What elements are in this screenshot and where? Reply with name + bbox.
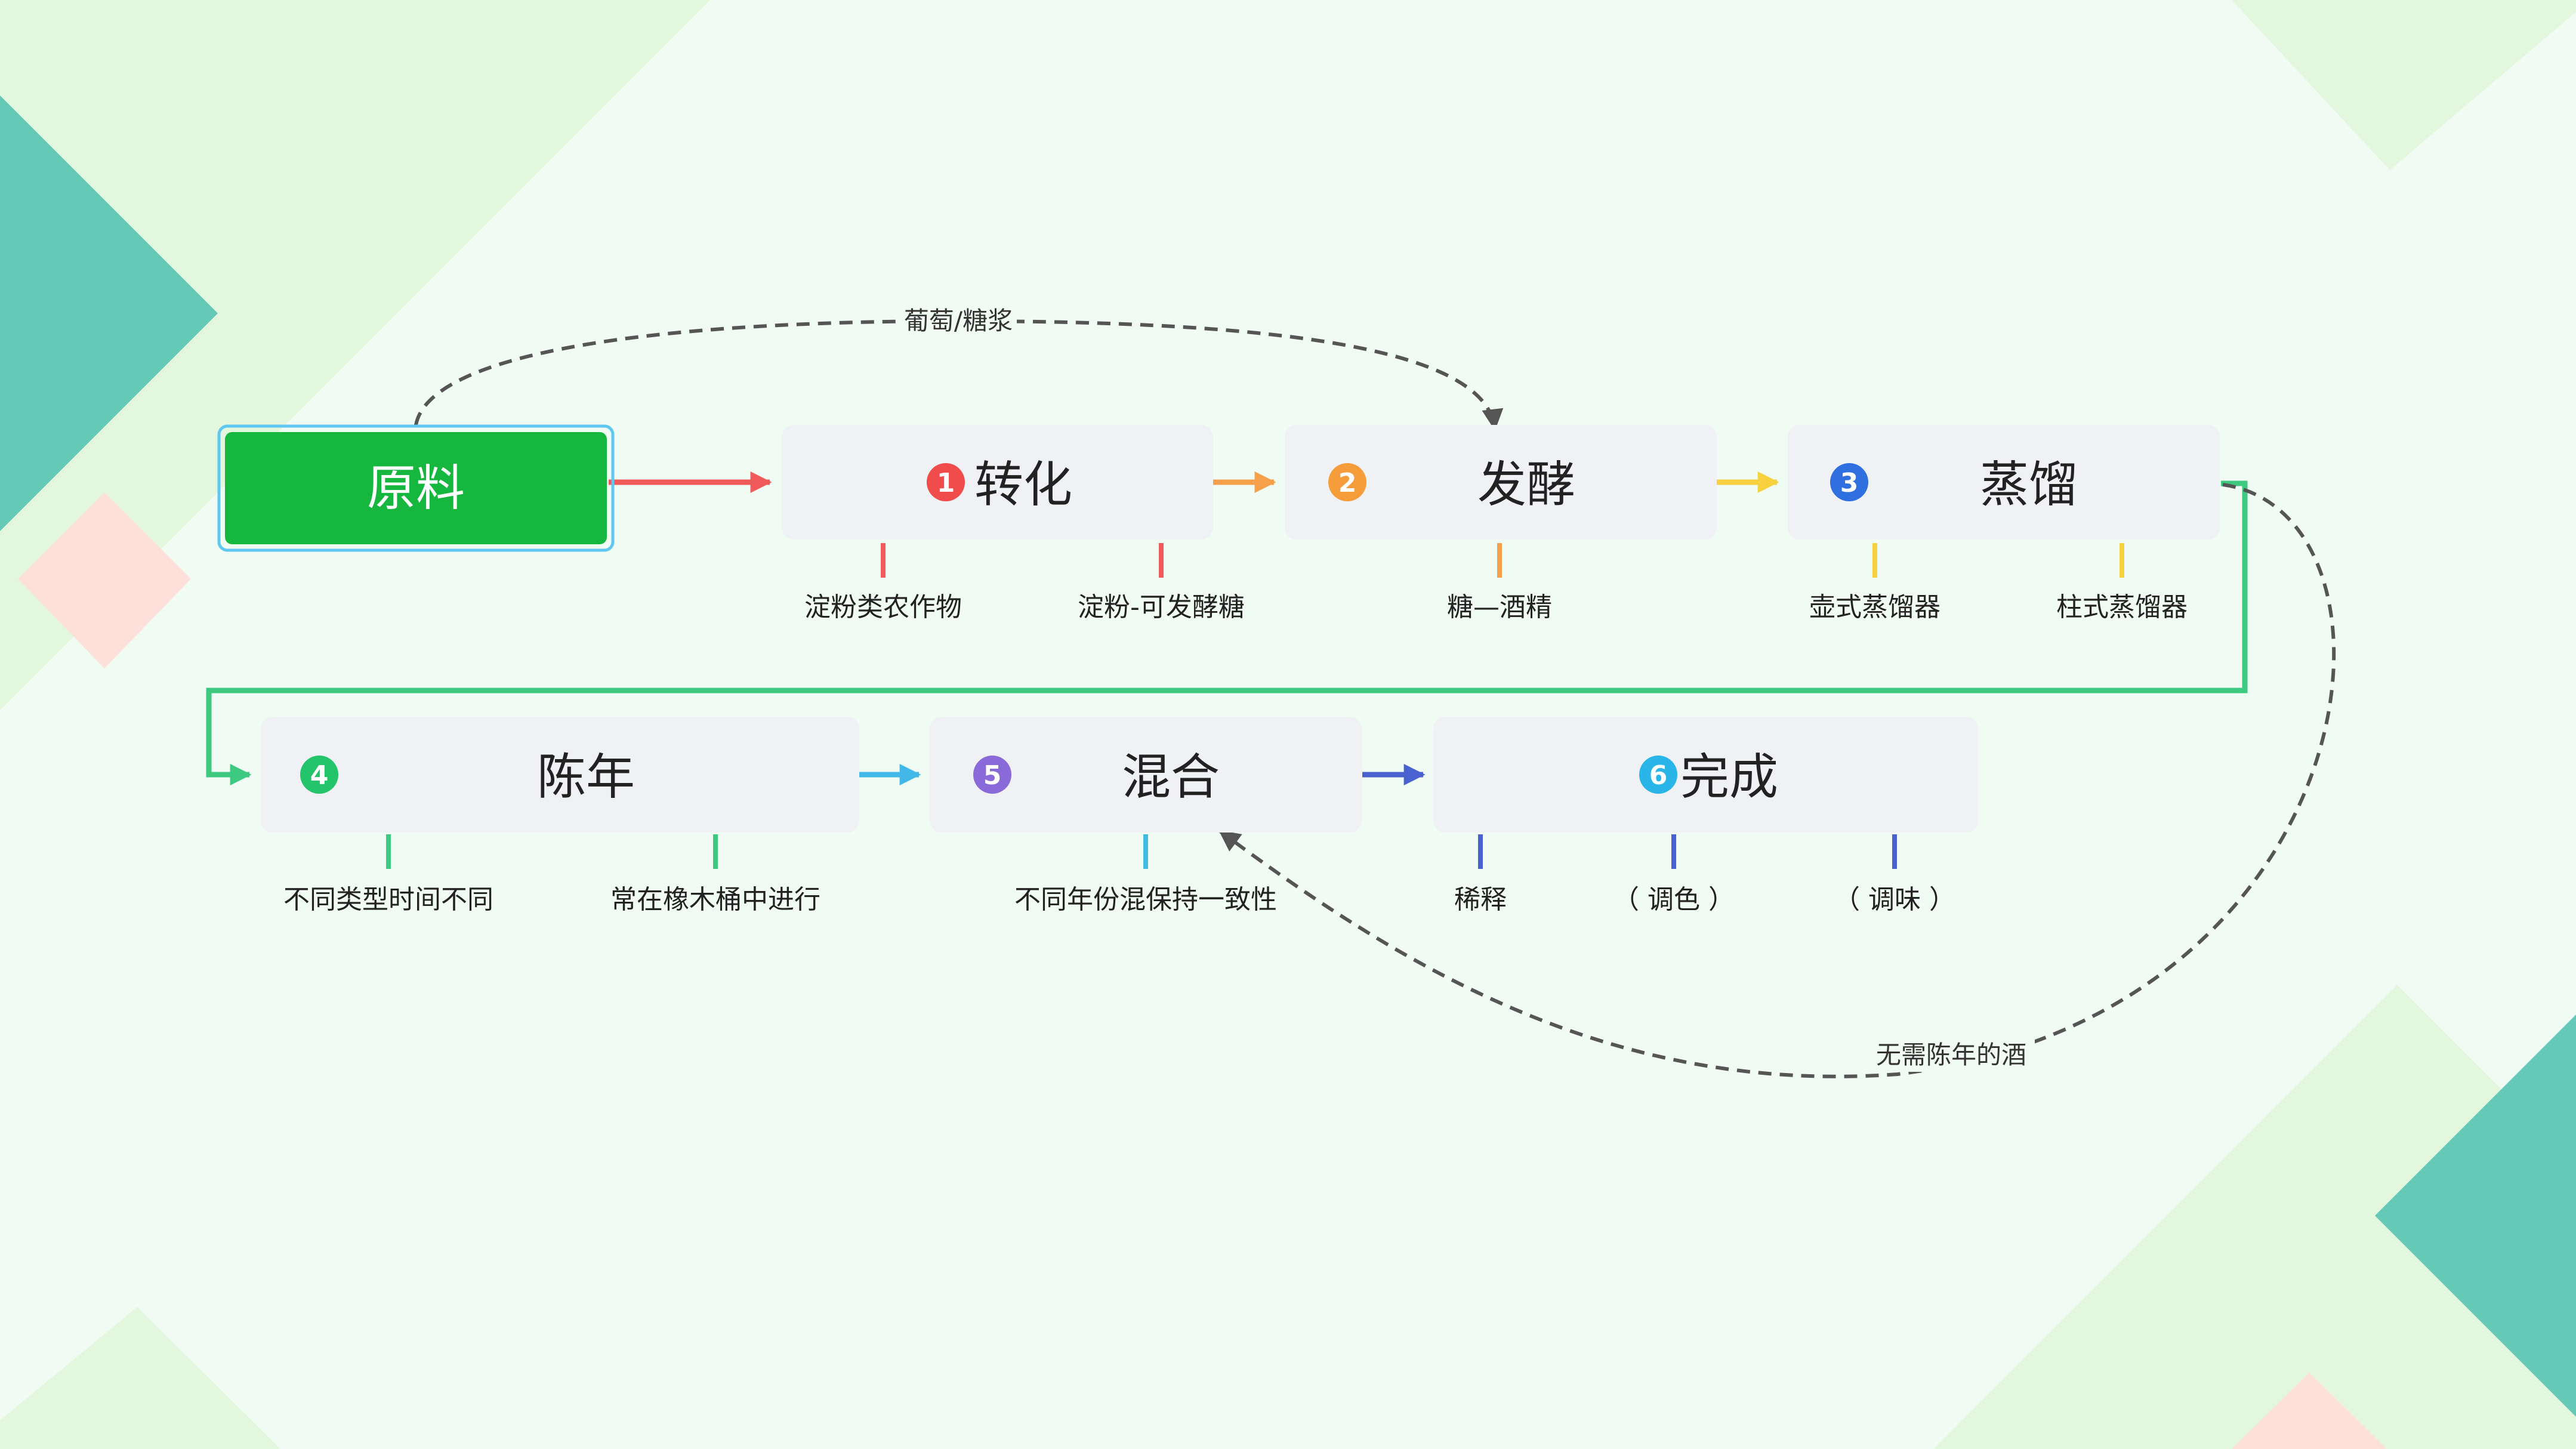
- node-step-ferment-box: [1285, 425, 1717, 539]
- node-step-finish[interactable]: 6 完成: [1433, 717, 1978, 833]
- badge-6-icon: [1639, 756, 1677, 794]
- badge-1-icon: [927, 463, 965, 501]
- deco-light-top-left: [0, 0, 710, 710]
- node-step-blend-label: 混合: [1122, 749, 1220, 806]
- badge-2-icon: [1328, 463, 1366, 501]
- node-step-finish-label: 完成: [1680, 749, 1778, 806]
- node-step-distill[interactable]: 3 蒸馏: [1788, 425, 2220, 539]
- node-step-ferment-label: 发酵: [1477, 457, 1575, 513]
- node-step-aging-label: 陈年: [537, 749, 635, 806]
- sub-label-ferment-1: 糖—酒精: [1447, 592, 1552, 622]
- sub-label-finish-3: （ 调味 ）: [1834, 884, 1955, 915]
- label-bg-grape: [900, 304, 1017, 338]
- node-raw-material-label: 原料: [367, 460, 465, 517]
- deco-light-top-right: [2232, 0, 2576, 170]
- sub-label-aging-1: 不同类型时间不同: [283, 884, 493, 915]
- badge-5-icon: [973, 756, 1011, 794]
- badge-1-number: 1: [937, 468, 955, 498]
- badge-4-icon: [300, 756, 338, 794]
- deco-pink-left: [18, 492, 191, 668]
- node-step-ferment[interactable]: 2 发酵: [1285, 425, 1717, 539]
- sub-label-convert-1: 淀粉类农作物: [804, 592, 962, 622]
- sub-label-distill-2: 柱式蒸馏器: [2056, 592, 2188, 622]
- node-step-convert-label: 转化: [974, 457, 1072, 513]
- node-step-blend[interactable]: 5 混合: [930, 717, 1362, 833]
- node-raw-material-box: [225, 432, 607, 544]
- deco-light-bottom-right: [1933, 985, 2576, 1449]
- node-step-convert[interactable]: 1 转化: [782, 425, 1213, 539]
- label-bg-unaged: [1868, 1038, 2035, 1072]
- deco-light-bottom-left: [0, 1307, 280, 1449]
- badge-2-number: 2: [1338, 468, 1357, 498]
- sub-label-convert-2: 淀粉-可发酵糖: [1078, 592, 1245, 622]
- badge-3-number: 3: [1840, 468, 1859, 498]
- sub-label-finish-2: （ 调色 ）: [1613, 884, 1735, 915]
- connector-distill-to-aging: [206, 480, 2248, 785]
- node-step-aging-box: [261, 717, 859, 833]
- dashed-label-unaged: 无需陈年的酒: [1876, 1040, 2026, 1069]
- node-step-blend-box: [930, 717, 1362, 833]
- deco-pink-right: [2232, 1373, 2387, 1449]
- badge-5-number: 5: [983, 760, 1002, 791]
- node-raw-material-outline: [217, 424, 615, 552]
- deco-teal-right: [2375, 1015, 2576, 1417]
- node-raw-material[interactable]: 原料: [217, 424, 615, 552]
- sub-label-blend-1: 不同年份混保持一致性: [1014, 884, 1277, 915]
- node-step-distill-box: [1788, 425, 2220, 539]
- node-step-aging[interactable]: 4 陈年: [261, 717, 859, 833]
- badge-4-number: 4: [310, 760, 329, 791]
- badge-6-number: 6: [1649, 760, 1668, 791]
- sub-label-finish-1: 稀释: [1454, 884, 1507, 915]
- sub-label-aging-2: 常在橡木桶中进行: [610, 884, 820, 915]
- deco-teal-left: [0, 95, 218, 531]
- node-step-distill-label: 蒸馏: [1980, 457, 2078, 513]
- node-step-convert-box: [782, 425, 1213, 539]
- node-step-finish-box: [1433, 717, 1978, 833]
- badge-3-icon: [1830, 463, 1868, 501]
- dashed-label-grape: 葡萄/糖浆: [904, 306, 1013, 335]
- sub-label-distill-1: 壶式蒸馏器: [1809, 592, 1941, 622]
